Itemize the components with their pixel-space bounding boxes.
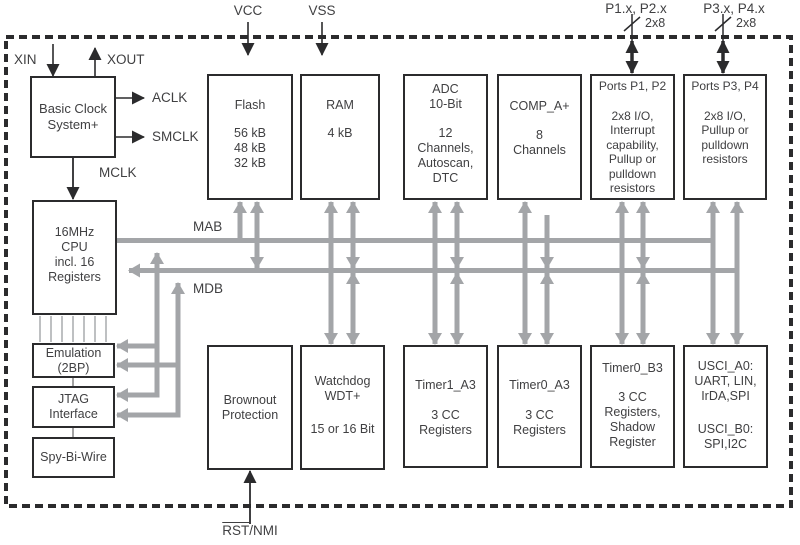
- brownout-block: Brownout Protection: [207, 345, 293, 470]
- mdb-bus-label: MDB: [193, 281, 223, 296]
- p12-buswidth-label: 2x8: [645, 16, 666, 30]
- ports34-block: Ports P3, P4 2x8 I/O, Pullup or pulldown…: [683, 74, 767, 200]
- nmi-text: /NMI: [249, 523, 278, 538]
- adc-block: ADC 10-Bit 12 Channels, Autoscan, DTC: [403, 74, 488, 200]
- p34-buswidth-label: 2x8: [736, 16, 757, 30]
- watchdog-block: Watchdog WDT+ 15 or 16 Bit: [300, 345, 385, 470]
- mdb-jtag-feeder: [116, 282, 185, 422]
- mab-jtag-feeder: [116, 252, 164, 402]
- chip-boundary: [4, 35, 793, 508]
- basic-clock-block: Basic Clock System+: [30, 76, 116, 158]
- smclk-label: SMCLK: [152, 129, 199, 144]
- comp-block: COMP_A+ 8 Channels: [497, 74, 582, 200]
- p34-buswidth-slash: [714, 16, 732, 32]
- xout-label: XOUT: [107, 52, 145, 67]
- p12-pin-label: P1.x, P2.x: [605, 1, 667, 16]
- vss-pin-label: VSS: [308, 3, 336, 18]
- mab-bus-label: MAB: [193, 219, 223, 234]
- aclk-label: ACLK: [152, 90, 188, 105]
- ram-block: RAM 4 kB: [300, 74, 380, 200]
- xin-label: XIN: [14, 52, 37, 67]
- timer1-a3-block: Timer1_A3 3 CC Registers: [403, 345, 488, 468]
- p34-pin-label: P3.x, P4.x: [703, 1, 765, 16]
- ports12-block: Ports P1, P2 2x8 I/O, Interrupt capabili…: [590, 74, 675, 200]
- p12-buswidth-slash: [623, 16, 641, 32]
- mclk-label: MCLK: [99, 165, 137, 180]
- rst-nmi-pin-label: RST/NMI: [218, 523, 282, 538]
- timer0-b3-block: Timer0_B3 3 CC Registers, Shadow Registe…: [590, 345, 675, 468]
- vcc-pin-label: VCC: [233, 3, 263, 18]
- rst-overline: RST: [222, 523, 250, 538]
- timer0-a3-block: Timer0_A3 3 CC Registers: [497, 345, 582, 468]
- cpu-emulation-comb: [39, 316, 107, 342]
- jtag-block: JTAG Interface: [32, 386, 115, 428]
- cpu-block: 16MHz CPU incl. 16 Registers: [32, 200, 117, 315]
- emulation-block: Emulation (2BP): [32, 343, 115, 378]
- usci-block: USCI_A0: UART, LIN, IrDA,SPI USCI_B0: SP…: [683, 345, 768, 468]
- spy-bi-wire-block: Spy-Bi-Wire: [32, 437, 115, 478]
- flash-block: Flash 56 kB 48 kB 32 kB: [207, 74, 293, 200]
